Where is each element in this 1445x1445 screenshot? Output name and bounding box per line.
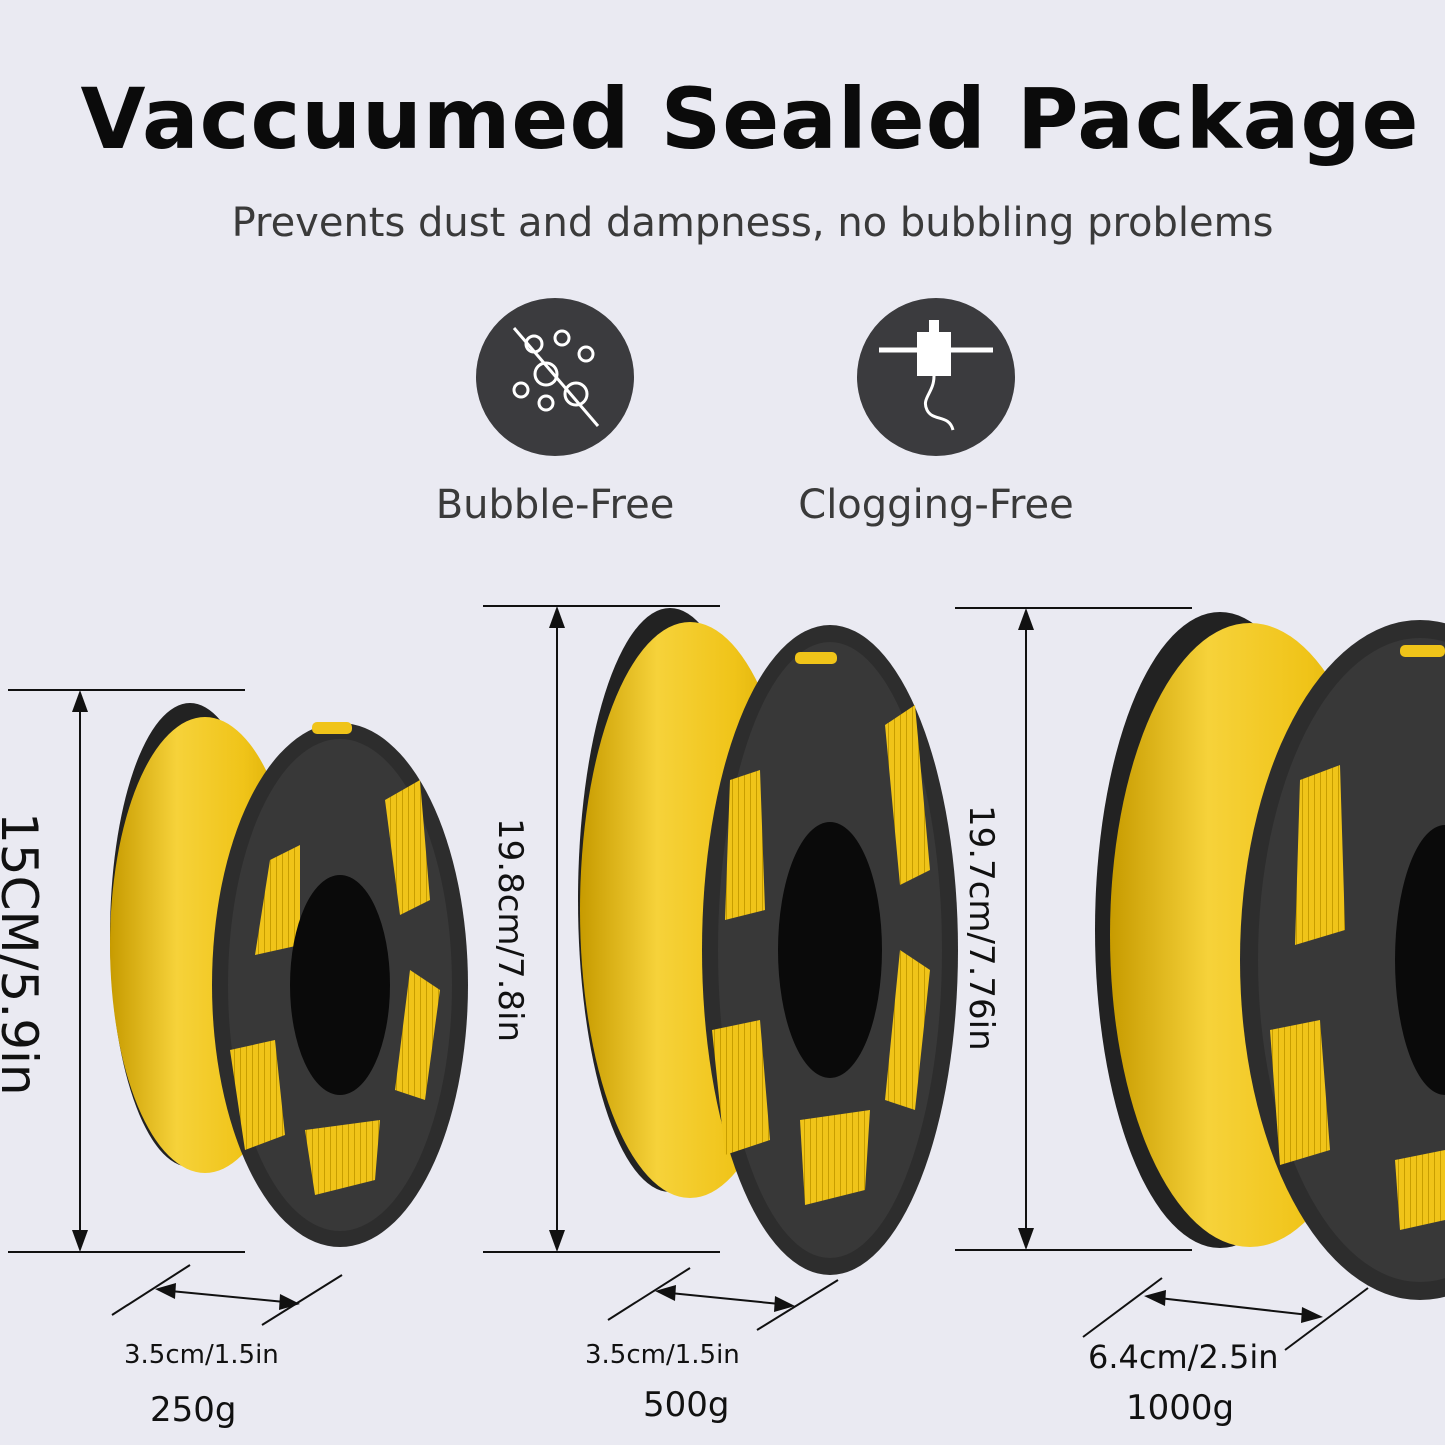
- spool-2-width-label: 3.5cm/1.5in: [585, 1340, 740, 1370]
- spool-250g: [110, 703, 468, 1247]
- spool-1-height-label: 15CM/5.9in: [0, 812, 48, 1096]
- clogging-free-icon: [857, 298, 1015, 456]
- bubble-free-icon: [476, 298, 634, 456]
- feature-label: Bubble-Free: [435, 482, 675, 528]
- dimension-lines: [8, 605, 1369, 1351]
- spool-1000g: [1095, 612, 1445, 1300]
- feature-label: Clogging-Free: [798, 482, 1074, 528]
- spool-500g: [578, 608, 958, 1275]
- page-subtitle: Prevents dust and dampness, no bubbling …: [231, 200, 1274, 246]
- feature-clogging-free: Clogging-Free: [756, 298, 1116, 528]
- spool-3-height-label: 19.7cm/7.76in: [961, 805, 1001, 1051]
- spool-3-width-label: 6.4cm/2.5in: [1088, 1338, 1279, 1376]
- spool-2-height-label: 19.8cm/7.8in: [490, 818, 530, 1043]
- spool-1-width-label: 3.5cm/1.5in: [124, 1340, 279, 1370]
- spool-scene: 15CM/5.9in 19.8cm/7.8in 19.7cm/7.76in 3.…: [0, 560, 1445, 1445]
- feature-bubble-free: Bubble-Free: [375, 298, 735, 528]
- page-title: Vaccuumed Sealed Package: [80, 70, 1420, 168]
- spool-2-weight: 500g: [643, 1385, 730, 1425]
- spool-1-weight: 250g: [150, 1390, 237, 1430]
- spool-3-weight: 1000g: [1126, 1388, 1235, 1428]
